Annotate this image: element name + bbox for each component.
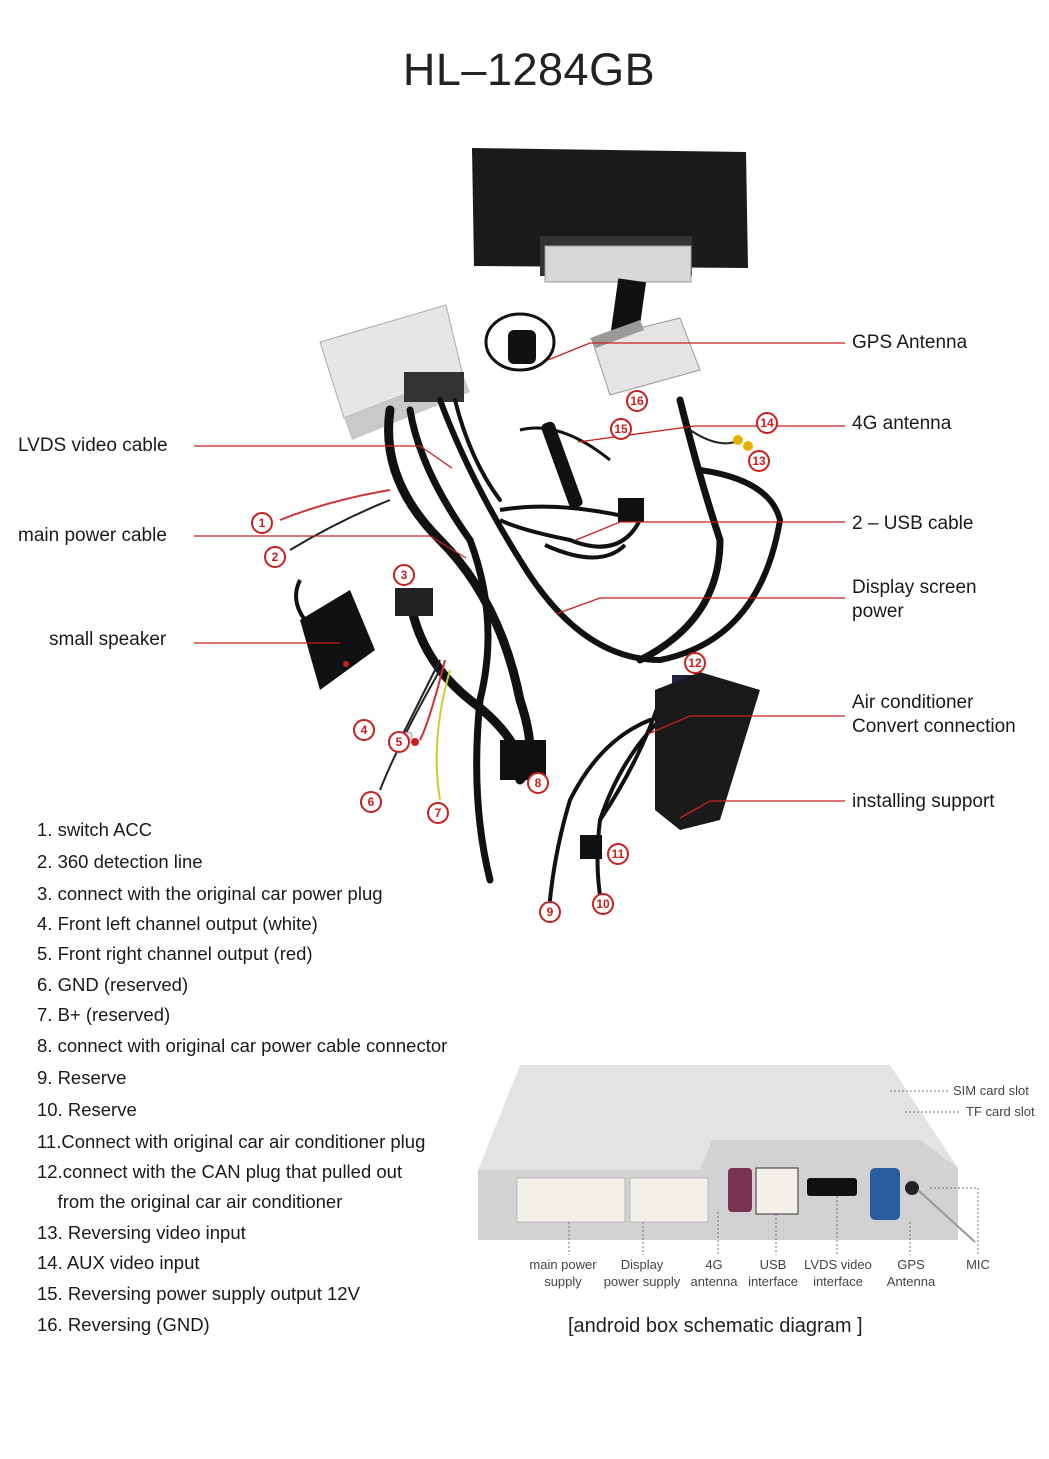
legend-item-4: 4. Front left channel output (white) xyxy=(37,913,318,934)
marker-6: 6 xyxy=(360,791,382,813)
ac-plug xyxy=(580,835,602,859)
marker-14: 14 xyxy=(756,412,778,434)
marker-5: 5 xyxy=(388,731,410,753)
legend-item-5: 5. Front right channel output (red) xyxy=(37,943,313,964)
port-label-4g-antenna: 4G antenna xyxy=(669,1256,759,1290)
rca-red xyxy=(411,738,419,746)
legend-item-8: 8. connect with original car power cable… xyxy=(37,1035,448,1056)
page-title: HL–1284GB xyxy=(402,44,656,95)
legend-item-13: 13. Reversing video input xyxy=(37,1222,246,1243)
legend-item-11: 11.Connect with original car air conditi… xyxy=(37,1131,426,1152)
legend-item-10: 10. Reserve xyxy=(37,1099,137,1120)
usb-cables xyxy=(499,498,644,560)
marker-2: 2 xyxy=(264,546,286,568)
port-label-line2: Antenna xyxy=(886,1274,936,1289)
port-label-lvds: LVDS video interface xyxy=(793,1256,883,1290)
port-label-line2: supply xyxy=(544,1274,582,1289)
port-label-line1: 4G xyxy=(705,1257,723,1272)
port-label-line2: antenna xyxy=(690,1274,738,1289)
marker-10: 10 xyxy=(592,893,614,915)
port-label-line1: MIC xyxy=(966,1257,990,1272)
marker-8: 8 xyxy=(527,772,549,794)
callout-main-power-cable: main power cable xyxy=(18,525,167,546)
installing-support-bracket xyxy=(655,672,760,830)
port-label-display-power: Display power supply xyxy=(597,1256,687,1290)
port-label-gps: GPS Antenna xyxy=(866,1256,956,1290)
callout-lines xyxy=(194,342,845,819)
legend-item-12: 12.connect with the CAN plug that pulled… xyxy=(37,1161,403,1182)
marker-15: 15 xyxy=(610,418,632,440)
port-label-line1: USB xyxy=(759,1257,787,1272)
marker-3: 3 xyxy=(393,564,415,586)
legend-item-1: 1. switch ACC xyxy=(37,819,153,840)
power-plug-connector xyxy=(395,588,433,616)
legend-item-14: 14. AUX video input xyxy=(37,1252,200,1273)
marker-16: 16 xyxy=(626,390,648,412)
rca-yellow-2 xyxy=(743,441,753,451)
callout-usb-cable: 2 – USB cable xyxy=(852,513,974,534)
callout-small-speaker: small speaker xyxy=(49,629,167,650)
marker-12: 12 xyxy=(684,652,706,674)
callout-air-conditioner-line1: Air conditioner xyxy=(852,692,974,713)
port-label-usb: USB interface xyxy=(728,1256,818,1290)
port-label-line1: main power xyxy=(529,1257,597,1272)
callout-display-power: Display screen power xyxy=(852,576,977,624)
port-label-line1: LVDS video xyxy=(804,1257,872,1272)
callout-lvds-cable: LVDS video cable xyxy=(18,435,168,456)
port-label-line2: interface xyxy=(748,1274,798,1289)
legend-item-6: 6. GND (reserved) xyxy=(37,974,189,995)
marker-13: 13 xyxy=(748,450,770,472)
port-label-mic: MIC xyxy=(933,1256,1023,1273)
tf-card-slot-label: TF card slot xyxy=(966,1104,1035,1119)
marker-4: 4 xyxy=(353,719,375,741)
marker-11: 11 xyxy=(607,843,629,865)
marker-9: 9 xyxy=(539,901,561,923)
legend-item-9: 9. Reserve xyxy=(37,1067,127,1088)
sim-card-slot-label: SIM card slot xyxy=(953,1083,1029,1098)
port-label-line1: Display xyxy=(620,1257,664,1272)
callout-installing-support: installing support xyxy=(852,791,995,812)
android-box xyxy=(319,304,470,440)
legend-item-12-cont: from the original car air conditioner xyxy=(37,1191,343,1212)
callout-display-power-line1: Display screen xyxy=(852,577,977,598)
callout-gps-antenna: GPS Antenna xyxy=(852,332,968,353)
marker-1: 1 xyxy=(251,512,273,534)
legend-item-7: 7. B+ (reserved) xyxy=(37,1004,171,1025)
port-label-line2: power supply xyxy=(603,1274,681,1289)
legend-item-16: 16. Reversing (GND) xyxy=(37,1314,210,1335)
legend-item-3: 3. connect with the original car power p… xyxy=(37,883,383,904)
callout-display-power-line2: power xyxy=(852,601,904,622)
rca-yellow-1 xyxy=(733,435,743,445)
legend-item-2: 2. 360 detection line xyxy=(37,851,203,872)
gps-antenna xyxy=(484,312,556,372)
cable-harness xyxy=(384,396,784,902)
port-label-main-power: main power supply xyxy=(518,1256,608,1290)
port-label-line1: GPS xyxy=(897,1257,925,1272)
port-label-line2: interface xyxy=(813,1274,863,1289)
small-speaker xyxy=(294,579,375,690)
marker-7: 7 xyxy=(427,802,449,824)
reversing-module xyxy=(590,317,701,396)
callout-air-conditioner-line2: Convert connection xyxy=(852,716,1016,737)
schematic-caption: [android box schematic diagram ] xyxy=(568,1315,863,1337)
callout-air-conditioner: Air conditioner Convert connection xyxy=(852,691,1016,739)
legend-item-15: 15. Reversing power supply output 12V xyxy=(37,1283,360,1304)
4g-antenna xyxy=(519,421,611,509)
display-screen xyxy=(472,148,748,342)
callout-4g-antenna: 4G antenna xyxy=(852,413,952,434)
